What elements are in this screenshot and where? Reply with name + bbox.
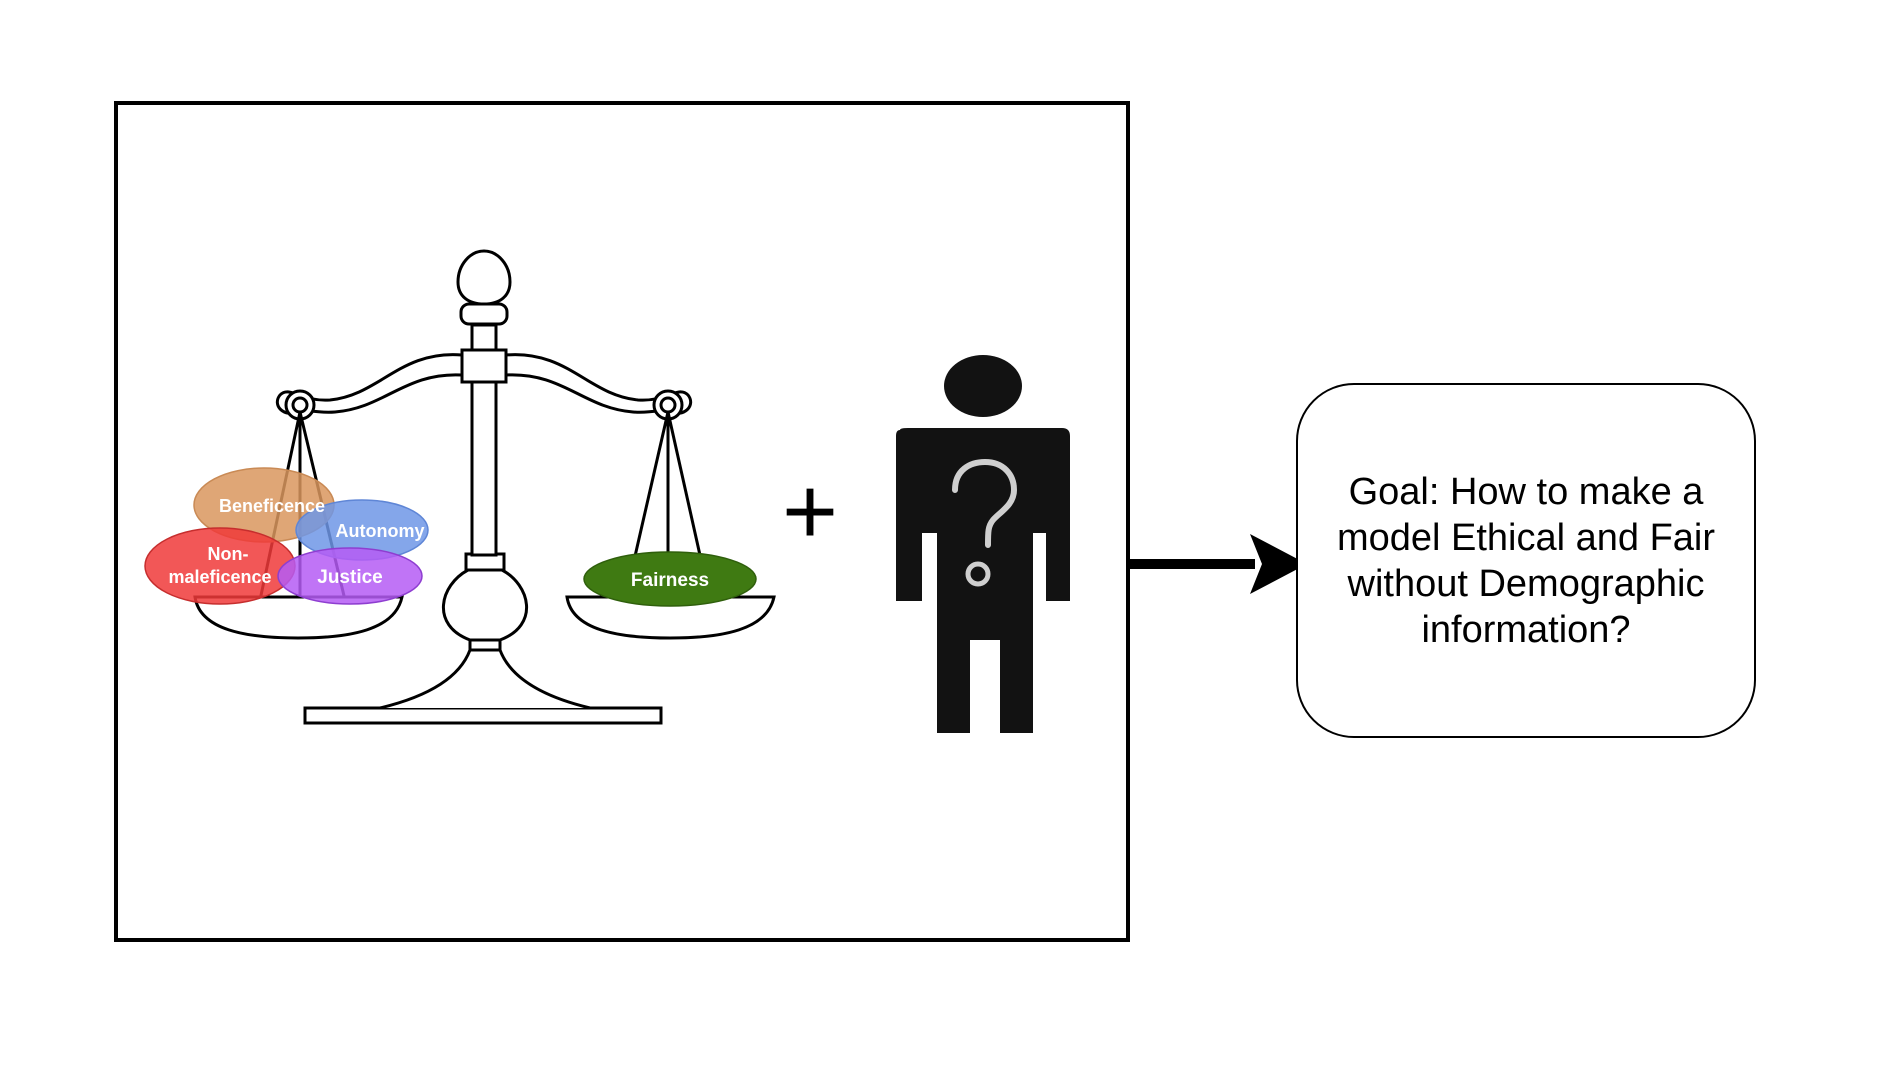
non-maleficence-oval bbox=[144, 527, 296, 605]
right-arrow-icon bbox=[1127, 534, 1307, 594]
autonomy-label: Autonomy bbox=[336, 521, 425, 541]
person-question-icon bbox=[896, 355, 1070, 733]
question-mark-icon bbox=[952, 458, 1018, 548]
left-pan-principles: Beneficence Autonomy Non- maleficence Ju… bbox=[144, 467, 429, 605]
plus-symbol: + bbox=[782, 458, 838, 565]
beneficence-label: Beneficence bbox=[219, 496, 325, 516]
balance-scale-icon bbox=[193, 249, 776, 725]
scale-frame bbox=[114, 101, 1130, 942]
fairness-oval bbox=[583, 551, 757, 607]
fairness-label: Fairness bbox=[631, 570, 709, 591]
justice-label: Justice bbox=[317, 567, 382, 588]
right-pan-principle: Fairness bbox=[583, 551, 757, 607]
non-maleficence-label-line2: maleficence bbox=[168, 567, 271, 587]
justice-oval bbox=[277, 547, 423, 605]
goal-box: Goal: How to make a model Ethical and Fa… bbox=[1296, 383, 1756, 738]
goal-text: Goal: How to make a model Ethical and Fa… bbox=[1336, 470, 1716, 651]
non-maleficence-label-line1: Non- bbox=[208, 544, 249, 564]
